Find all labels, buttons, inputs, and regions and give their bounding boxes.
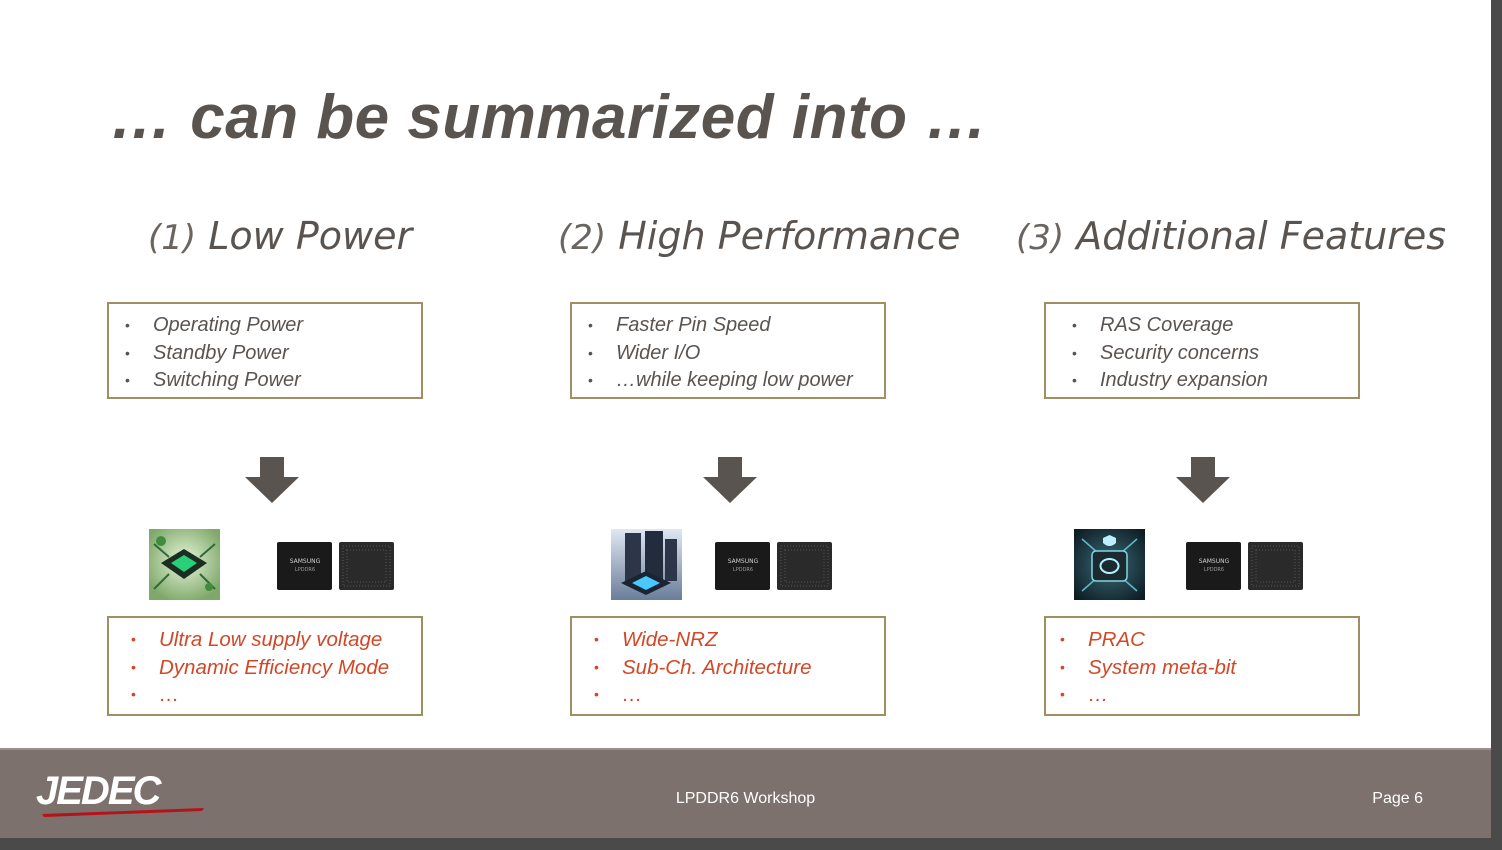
solutions-box-low-power: •Ultra Low supply voltage •Dynamic Effic… — [107, 616, 423, 716]
column-number: (2) — [558, 218, 607, 258]
list-item: •Switching Power — [125, 369, 301, 391]
slide: … can be summarized into … (1) Low Power… — [0, 0, 1491, 838]
down-arrow-icon — [703, 457, 757, 503]
list-item: •Operating Power — [125, 314, 304, 336]
list-item: •Wider I/O — [588, 341, 701, 364]
svg-text:SAMSUNG: SAMSUNG — [290, 558, 321, 565]
svg-text:LPDDR6: LPDDR6 — [295, 567, 315, 573]
list-item: •… — [594, 683, 643, 706]
down-arrow-icon — [245, 457, 299, 503]
svg-text:SAMSUNG: SAMSUNG — [728, 558, 759, 565]
lpddr6-chip-pair-image: SAMSUNG LPDDR6 — [277, 542, 394, 590]
column-title: High Performance — [618, 214, 961, 258]
security-chip-image — [1074, 529, 1145, 600]
page-number: Page 6 — [1372, 790, 1423, 807]
list-item: •Security concerns — [1072, 341, 1259, 364]
column-heading-additional-features: (3) Additional Features — [1016, 214, 1446, 258]
server-chip-image — [611, 529, 682, 600]
slide-footer: JEDEC LPDDR6 Workshop Page 6 — [0, 748, 1491, 838]
svg-text:JEDEC: JEDEC — [36, 770, 162, 813]
lpddr6-chip-pair-image: SAMSUNG LPDDR6 — [715, 542, 832, 590]
jedec-logo: JEDEC — [36, 770, 204, 817]
list-item: •Faster Pin Speed — [588, 314, 771, 336]
footer-workshop-label: LPDDR6 Workshop — [675, 790, 816, 807]
column-heading-high-performance: (2) High Performance — [558, 214, 961, 258]
list-item: •Standby Power — [125, 341, 289, 364]
green-chip-image — [149, 529, 220, 600]
column-title: Additional Features — [1076, 214, 1447, 258]
list-item: •… — [1060, 683, 1109, 706]
list-item: •Industry expansion — [1072, 369, 1268, 391]
list-item: •Sub-Ch. Architecture — [594, 655, 812, 679]
down-arrow-icon — [1176, 457, 1230, 503]
column-number: (3) — [1016, 218, 1065, 258]
list-item: •System meta-bit — [1060, 655, 1237, 679]
column-heading-low-power: (1) Low Power — [148, 214, 412, 258]
list-item: •Ultra Low supply voltage — [131, 628, 383, 651]
list-item: •Dynamic Efficiency Mode — [131, 655, 390, 679]
column-title: Low Power — [208, 214, 413, 258]
solutions-box-additional-features: •PRAC •System meta-bit •… — [1044, 616, 1360, 716]
lpddr6-chip-pair-image: SAMSUNG LPDDR6 — [1186, 542, 1303, 590]
solutions-box-high-performance: •Wide-NRZ •Sub-Ch. Architecture •… — [570, 616, 886, 716]
list-item: •RAS Coverage — [1072, 314, 1234, 336]
column-number: (1) — [148, 218, 197, 258]
list-item: •Wide-NRZ — [594, 628, 718, 651]
list-item: •PRAC — [1060, 628, 1145, 651]
svg-text:LPDDR6: LPDDR6 — [733, 567, 753, 573]
window-edge-bottom — [0, 838, 1502, 850]
features-box-low-power: •Operating Power •Standby Power •Switchi… — [107, 302, 423, 399]
list-item: •…while keeping low power — [588, 369, 853, 391]
svg-text:SAMSUNG: SAMSUNG — [1199, 558, 1230, 565]
features-box-high-performance: •Faster Pin Speed •Wider I/O •…while kee… — [570, 302, 886, 399]
features-box-additional-features: •RAS Coverage •Security concerns •Indust… — [1044, 302, 1360, 399]
list-item: •… — [131, 683, 180, 706]
footer-divider — [0, 748, 1491, 750]
slide-title: … can be summarized into … — [110, 83, 988, 152]
window-edge-right — [1491, 0, 1502, 850]
svg-text:LPDDR6: LPDDR6 — [1204, 567, 1224, 573]
